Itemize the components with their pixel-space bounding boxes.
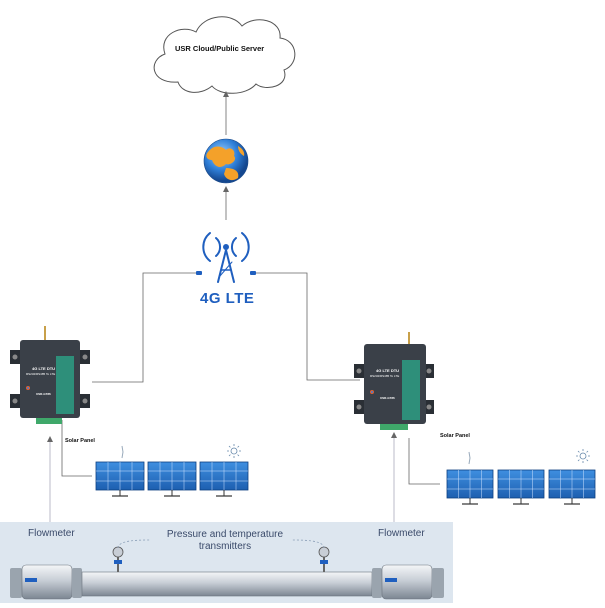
dtu-device-left [10, 326, 90, 424]
cloud-label: USR Cloud/Public Server [175, 44, 265, 53]
solar-panel [147, 461, 197, 497]
dtu-left-model: USR-G786 [36, 392, 51, 396]
dtu-left-subtitle: RS232/RS485 To LTE [26, 372, 56, 376]
dtu-right-model: USR-G786 [380, 396, 395, 400]
pressure-transmitter-icon [112, 546, 124, 572]
sun-icon [576, 449, 590, 463]
dtu-device-right [354, 332, 434, 430]
solar-label-right: Solar Panel [440, 433, 470, 439]
solar-panel [446, 469, 494, 505]
solar-array-right [446, 449, 596, 505]
cell-tower-icon [196, 232, 256, 283]
heat-wave-icon [121, 445, 124, 459]
arrow-heads [47, 91, 397, 442]
pipe [81, 571, 373, 597]
solar-panel [199, 461, 249, 497]
solar-panel [548, 469, 596, 505]
solar-panel [497, 469, 545, 505]
solar-array-left [95, 444, 249, 497]
solar-label-left: Solar Panel [65, 438, 95, 444]
pipeline-area [0, 522, 453, 603]
dtu-right-subtitle: RS232/RS485 To LTE [370, 374, 400, 378]
line-solar-right [408, 438, 440, 485]
connection-lines [49, 95, 440, 565]
network-label: 4G LTE [200, 290, 255, 307]
globe-icon [203, 138, 249, 184]
heat-wave-icon [468, 451, 471, 465]
cloud-icon [153, 16, 296, 94]
transmitters-label: Pressure and temperature transmitters [166, 529, 284, 552]
line-solar-left [61, 420, 92, 477]
line-tower-to-dtu-left [92, 272, 198, 383]
flowmeter-label-right: Flowmeter [378, 528, 425, 539]
dtu-right-title: 4G LTE DTU [376, 368, 400, 373]
line-tower-to-dtu-right [254, 272, 360, 381]
solar-panel [95, 461, 145, 497]
sun-icon [227, 444, 241, 458]
flowmeter-label-left: Flowmeter [28, 528, 75, 539]
dtu-left-title: 4G LTE DTU [32, 366, 56, 371]
